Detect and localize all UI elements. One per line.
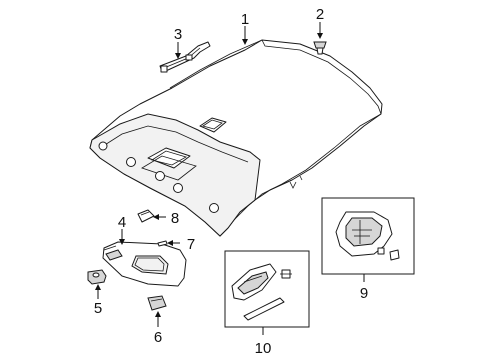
box-9 — [321, 197, 415, 275]
visor-clip-part — [147, 295, 167, 311]
cap-part — [137, 209, 155, 223]
box-10 — [224, 250, 310, 328]
callout-9: 9 — [360, 285, 368, 302]
sun-visor-part — [102, 241, 187, 287]
clip-part — [313, 41, 327, 55]
headliner-part — [89, 39, 383, 237]
console-lamp-part — [335, 211, 400, 261]
callout-6: 6 — [154, 329, 162, 346]
callout-7: 7 — [187, 236, 195, 253]
callout-5: 5 — [94, 300, 102, 317]
callout-8: 8 — [171, 210, 179, 227]
callout-4: 4 — [118, 214, 126, 231]
callout-10: 10 — [255, 340, 272, 357]
bracket-part — [159, 41, 211, 73]
map-lamp-part — [231, 263, 292, 321]
callout-2: 2 — [316, 6, 324, 23]
leader-lines — [95, 22, 365, 335]
visor-holder-part — [87, 269, 107, 285]
callout-3: 3 — [174, 26, 182, 43]
callout-1: 1 — [241, 11, 249, 28]
